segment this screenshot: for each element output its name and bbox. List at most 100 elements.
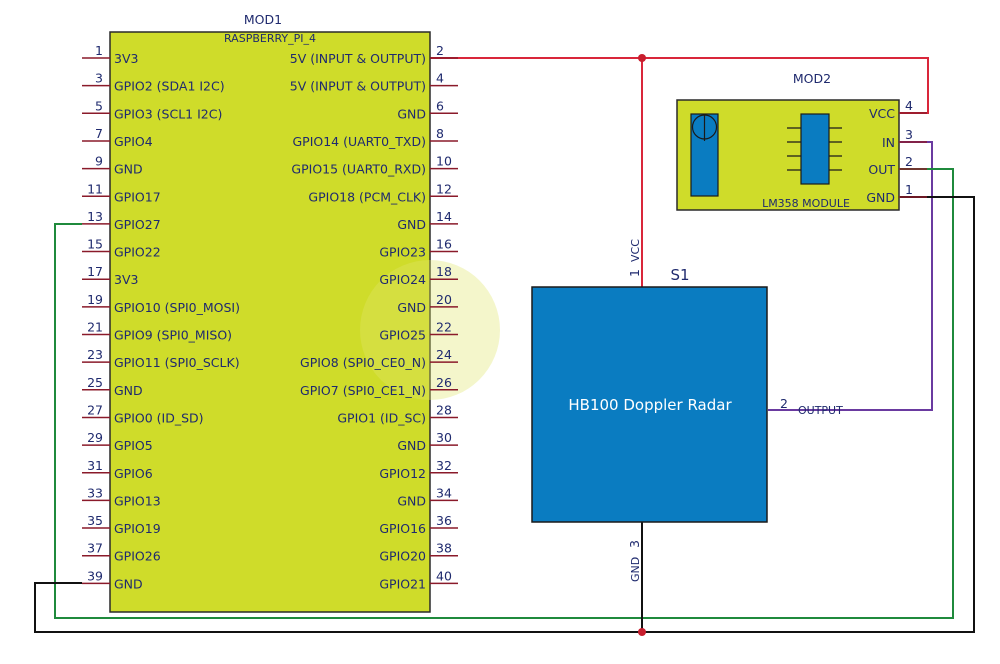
mod1-part: RASPBERRY_PI_4 — [224, 32, 316, 45]
pin-name: GPIO2 (SDA1 I2C) — [114, 79, 225, 94]
pin-name: OUT — [868, 162, 895, 177]
s1-part: HB100 Doppler Radar — [568, 396, 732, 414]
pin-name: GPIO27 — [114, 217, 161, 232]
mod1-watermark — [360, 260, 500, 400]
pin-number: 22 — [436, 320, 452, 335]
pin-name: GPIO5 — [114, 438, 153, 453]
pin-name: 3V3 — [114, 272, 138, 287]
wire-gnd-mod2-to-rpi — [34, 196, 975, 633]
mod1-pin-4[interactable]: 45V (INPUT & OUTPUT) — [290, 71, 458, 94]
pin-number: 29 — [87, 430, 103, 445]
pin-number: 11 — [87, 181, 103, 196]
pin-number: 39 — [87, 568, 103, 583]
pin-number: 28 — [436, 402, 452, 417]
pin-number: 19 — [87, 292, 103, 307]
pin-name: GPIO25 — [379, 328, 426, 343]
pin-number: 8 — [436, 126, 444, 141]
mod1-ref: MOD1 — [244, 12, 282, 27]
pin-name: VCC — [869, 106, 895, 121]
pin-name: GPIO14 (UART0_TXD) — [292, 134, 426, 149]
pin-number: 27 — [87, 402, 103, 417]
mod1-pin-2[interactable]: 25V (INPUT & OUTPUT) — [290, 43, 458, 66]
pin-number: 31 — [87, 458, 103, 473]
s1-pin1-name: VCC — [629, 239, 642, 262]
pin-name: GPIO3 (SCL1 I2C) — [114, 106, 222, 121]
pin-number: 38 — [436, 541, 452, 556]
pin-name: GPIO10 (SPI0_MOSI) — [114, 300, 240, 315]
pin-name: GND — [114, 162, 143, 177]
pin-number: 17 — [87, 264, 103, 279]
pin-name: GPIO4 — [114, 134, 153, 149]
mod2-pin-in[interactable]: 3IN — [882, 127, 927, 150]
mod1-body[interactable] — [109, 31, 431, 613]
pin-name: IN — [882, 135, 895, 150]
pin-name: 5V (INPUT & OUTPUT) — [290, 79, 426, 94]
mod1-pin-17[interactable]: 17 3V3 — [82, 264, 138, 287]
pin-number: 36 — [436, 513, 452, 528]
pin-name: GPIO15 (UART0_RXD) — [291, 162, 426, 177]
pin-number: 32 — [436, 458, 452, 473]
pin-number: 9 — [95, 154, 103, 169]
pin-name: GPIO8 (SPI0_CE0_N) — [300, 355, 426, 370]
mod2-part: LM358 MODULE — [762, 197, 850, 210]
pin-name: GPIO13 — [114, 493, 161, 508]
s1-body[interactable] — [531, 286, 768, 523]
pin-name: GND — [397, 106, 426, 121]
pin-name: GPIO0 (ID_SD) — [114, 410, 204, 425]
pin-name: 5V (INPUT & OUTPUT) — [290, 51, 426, 66]
s1-hb100-radar[interactable]: S1 HB100 Doppler Radar 1 VCC 2 OUTPUT 3 … — [531, 239, 843, 582]
pin-number: 30 — [436, 430, 452, 445]
mod2-ref: MOD2 — [793, 71, 831, 86]
pin-number: 25 — [87, 375, 103, 390]
pin-name: GPIO7 (SPI0_CE1_N) — [300, 383, 426, 398]
pin-name: GPIO18 (PCM_CLK) — [308, 189, 426, 204]
pin-name: GND — [397, 438, 426, 453]
pin-name: GND — [114, 383, 143, 398]
pin-number: 1 — [905, 182, 913, 197]
